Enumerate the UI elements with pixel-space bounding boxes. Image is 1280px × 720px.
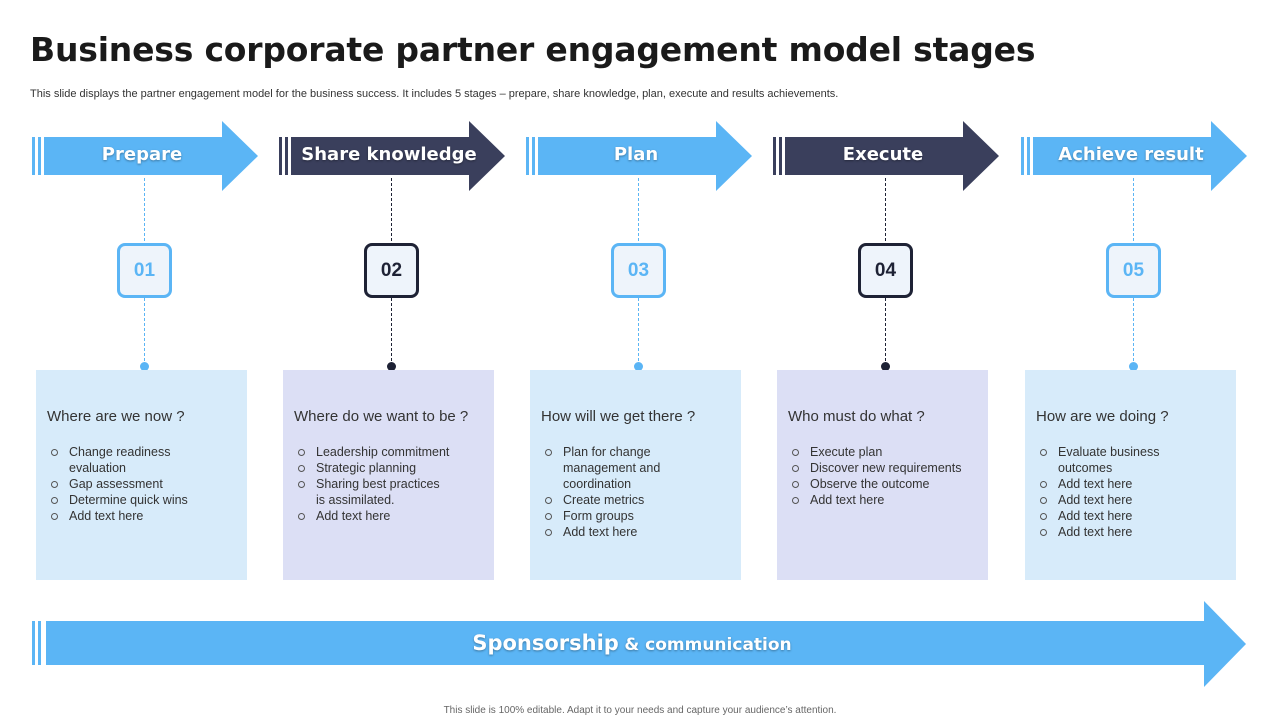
list-item: Determine quick wins [49,492,199,508]
list-item: Add text here [1038,508,1188,524]
stage-question: Who must do what ? [788,408,925,425]
stage-label: Achieve result [1058,144,1204,165]
stage-item-list: Plan for change management and coordinat… [541,444,731,540]
stage-achieve-result: Achieve result 05 How are we doing ? Eva… [1021,120,1247,590]
stage-item-list: Change readiness evaluation Gap assessme… [47,444,237,524]
stage-execute: Execute 04 Who must do what ? Execute pl… [773,120,999,590]
stage-number-badge: 02 [364,243,419,298]
stage-card: Where do we want to be ? Leadership comm… [283,370,494,580]
list-item: Add text here [1038,524,1188,540]
list-item: Strategic planning [296,460,466,476]
stage-plan: Plan 03 How will we get there ? Plan for… [526,120,752,590]
connector-dot [881,362,890,371]
stage-question: How are we doing ? [1036,408,1169,425]
list-item: Gap assessment [49,476,199,492]
stage-label: Execute [842,144,924,165]
stage-arrow [773,121,999,191]
connector-dot [140,362,149,371]
stage-question: Where do we want to be ? [294,408,469,425]
stage-label: Plan [613,144,659,165]
sponsorship-label: Sponsorship & communication [32,631,1232,655]
stage-prepare: Prepare 01 Where are we now ? Change rea… [32,120,258,590]
list-item: Add text here [296,508,446,524]
list-item: Add text here [543,524,693,540]
connector-dot [634,362,643,371]
stage-share-knowledge: Share knowledge 02 Where do we want to b… [279,120,505,590]
stage-arrow [279,121,505,191]
stage-arrow [32,121,258,191]
stage-question: How will we get there ? [541,408,696,425]
list-item: Add text here [49,508,199,524]
stage-number-badge: 01 [117,243,172,298]
stage-label: Prepare [101,144,183,165]
stage-arrow [526,121,752,191]
sponsorship-arrow [32,601,1246,687]
list-item: Discover new requirements [790,460,970,476]
stage-arrow [1021,121,1247,191]
sponsorship-main-text: Sponsorship [472,631,619,655]
stage-card: Where are we now ? Change readiness eval… [36,370,247,580]
stage-number-badge: 04 [858,243,913,298]
connector-dot [1129,362,1138,371]
stage-item-list: Leadership commitment Strategic planning… [294,444,484,524]
list-item: Add text here [1038,476,1188,492]
connector-dot [387,362,396,371]
stage-card: How are we doing ? Evaluate business out… [1025,370,1236,580]
list-item: Create metrics [543,492,693,508]
list-item: Sharing best practices is assimilated. [296,476,446,508]
list-item: Leadership commitment [296,444,466,460]
sponsorship-rest-text: & communication [624,635,792,655]
footer-note: This slide is 100% editable. Adapt it to… [443,705,837,716]
stage-label: Share knowledge [301,144,477,165]
stage-card: Who must do what ? Execute plan Discover… [777,370,988,580]
stage-item-list: Evaluate business outcomes Add text here… [1036,444,1226,540]
stage-item-list: Execute plan Discover new requirements O… [788,444,978,508]
stage-number-badge: 05 [1106,243,1161,298]
list-item: Add text here [1038,492,1188,508]
list-item: Add text here [790,492,970,508]
stage-question: Where are we now ? [47,408,185,425]
list-item: Form groups [543,508,693,524]
stage-card: How will we get there ? Plan for change … [530,370,741,580]
slide-subtitle: This slide displays the partner engageme… [30,88,839,100]
slide-title: Business corporate partner engagement mo… [30,30,1036,69]
list-item: Observe the outcome [790,476,970,492]
list-item: Plan for change management and coordinat… [543,444,673,492]
list-item: Change readiness evaluation [49,444,199,476]
stage-number-badge: 03 [611,243,666,298]
list-item: Evaluate business outcomes [1038,444,1178,476]
list-item: Execute plan [790,444,970,460]
